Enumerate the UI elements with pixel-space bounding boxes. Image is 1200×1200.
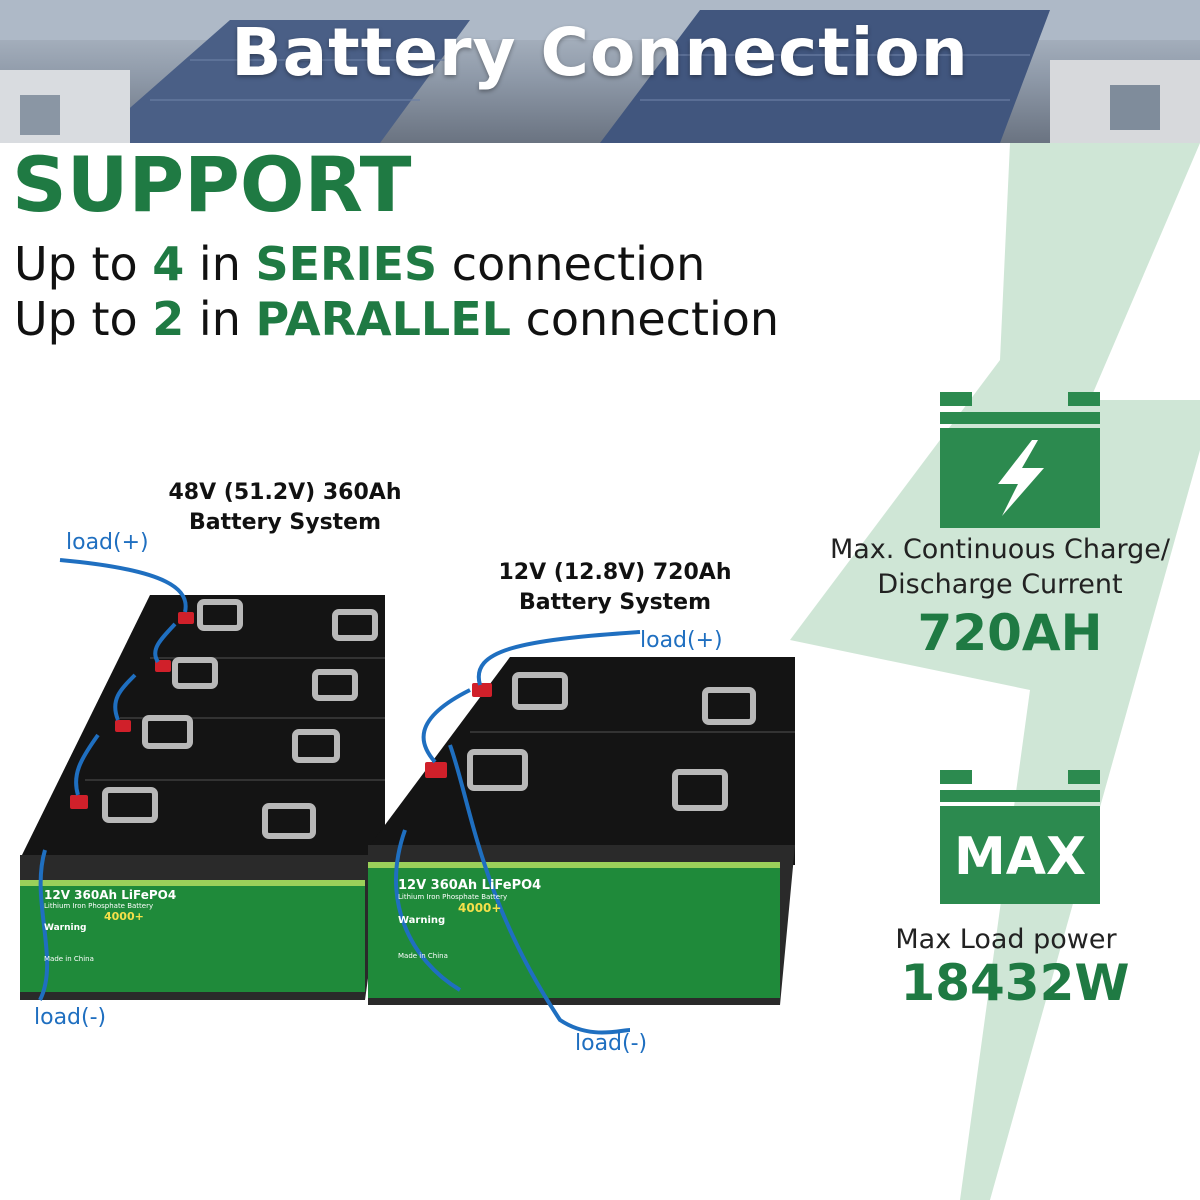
battery-subtitle-text: Lithium Iron Phosphate Battery — [44, 902, 154, 910]
max-icon-text: MAX — [953, 827, 1087, 887]
load-positive-label-parallel: load(+) — [640, 628, 723, 653]
battery-subtitle-text: Lithium Iron Phosphate Battery — [398, 893, 508, 901]
charge-current-value: 720AH — [917, 604, 1103, 662]
header-banner: Battery Connection — [0, 0, 1200, 143]
parallel-count: 2 — [152, 292, 185, 346]
battery-max-icon — [940, 770, 1100, 904]
system-48v-label: 48V (51.2V) 360Ah Battery System — [168, 480, 402, 535]
load-negative-label-parallel: load(-) — [575, 1031, 648, 1056]
parallel-mode: PARALLEL — [255, 292, 511, 346]
battery-label-right: 12V 360Ah LiFePO4 Lithium Iron Phosphate… — [398, 878, 598, 960]
house-solar-roof-illustration — [0, 0, 1200, 143]
battery-made-in-text: Made in China — [44, 955, 94, 963]
battery-warning-text: Warning — [398, 915, 446, 926]
battery-cycles-text: 4000+ — [104, 910, 144, 923]
max-load-label: Max Load power — [895, 924, 1117, 955]
max-load-value: 18432W — [900, 954, 1130, 1012]
series-connection-line: Up to 4 in SERIES connection — [14, 237, 706, 291]
battery-cycles-text: 4000+ — [458, 901, 502, 915]
page-title: Battery Connection — [231, 14, 969, 91]
support-heading: SUPPORT — [12, 140, 412, 229]
battery-warning-text: Warning — [44, 923, 87, 933]
battery-label-left: 12V 360Ah LiFePO4 Lithium Iron Phosphate… — [44, 888, 214, 963]
load-negative-label-series: load(-) — [34, 1005, 107, 1030]
parallel-connection-line: Up to 2 in PARALLEL connection — [14, 292, 780, 346]
series-count: 4 — [152, 237, 185, 291]
charge-current-label: Max. Continuous Charge/ Discharge Curren… — [829, 534, 1171, 600]
load-positive-label-series: load(+) — [66, 530, 149, 555]
system-12v-label: 12V (12.8V) 720Ah Battery System — [498, 560, 732, 615]
battery-stack-parallel — [368, 630, 795, 1035]
battery-model-text: 12V 360Ah LiFePO4 — [44, 888, 177, 902]
battery-model-text: 12V 360Ah LiFePO4 — [398, 878, 542, 893]
series-mode: SERIES — [255, 237, 438, 291]
battery-bolt-icon — [940, 392, 1100, 528]
battery-stack-series — [20, 558, 385, 1001]
battery-made-in-text: Made in China — [398, 952, 448, 960]
